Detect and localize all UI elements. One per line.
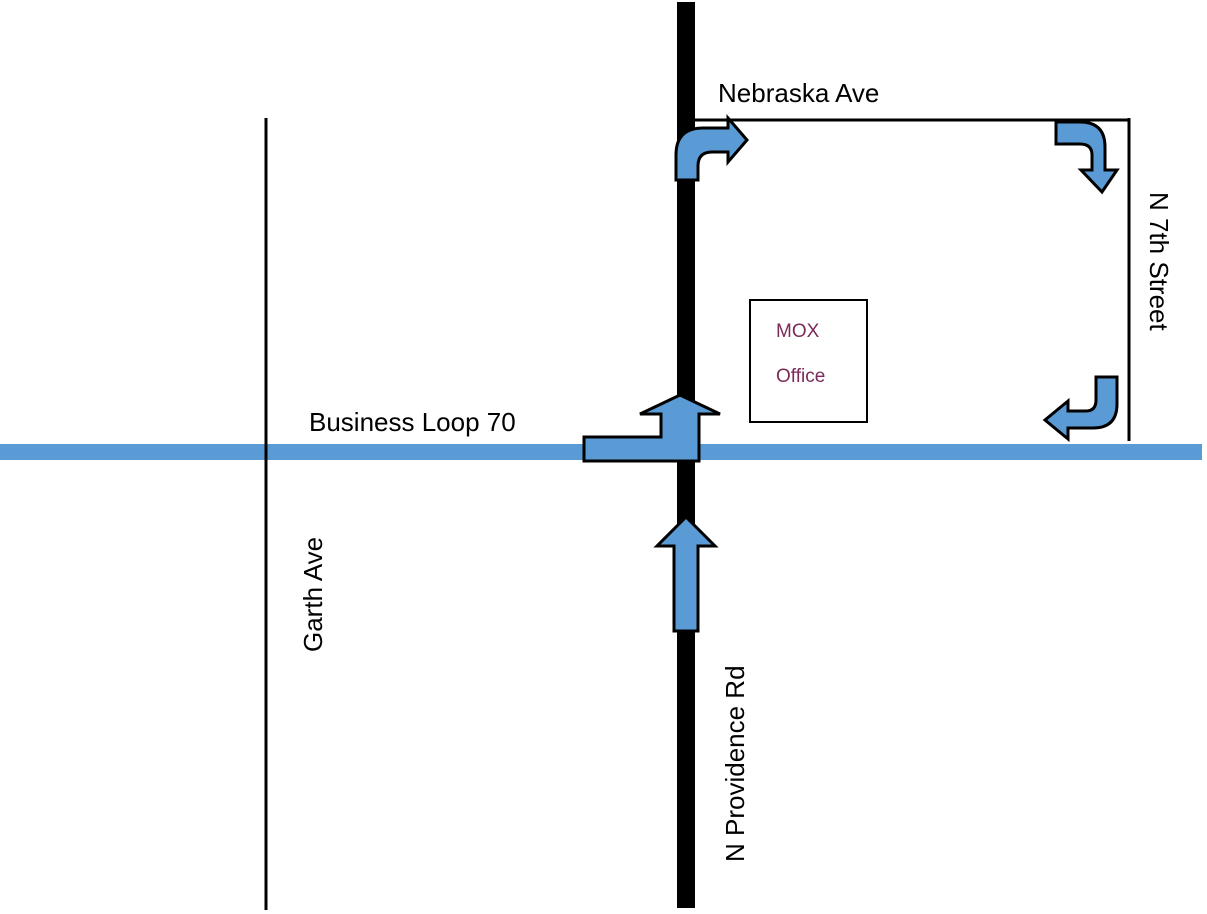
north-on-providence-arrow (653, 514, 719, 633)
mox-office-box (749, 299, 868, 423)
office-label-line2: Office (776, 366, 825, 387)
garth-ave-label: Garth Ave (298, 537, 328, 652)
north-at-business-loop-arrow (582, 393, 721, 463)
business-loop-70-label: Business Loop 70 (309, 407, 516, 437)
right-onto-business-loop-arrow (1042, 375, 1119, 443)
office-label-line1: MOX (776, 321, 820, 342)
nebraska-ave-label: Nebraska Ave (718, 78, 879, 108)
n-7th-street-label: N 7th Street (1144, 192, 1174, 332)
right-onto-7th-arrow (1054, 120, 1120, 195)
n-providence-rd-label: N Providence Rd (720, 665, 750, 862)
right-onto-nebraska-arrow (674, 113, 749, 182)
